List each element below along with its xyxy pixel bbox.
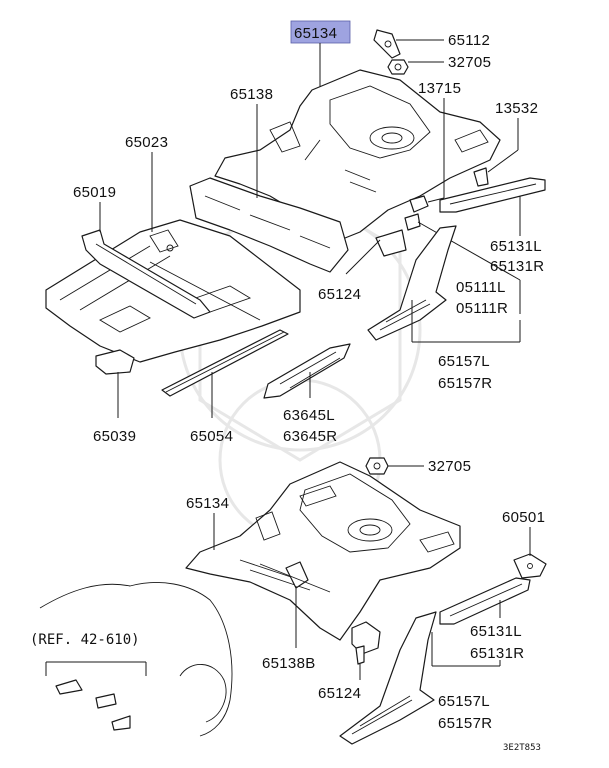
- part-32705-nut-upper: [387, 59, 409, 75]
- part-65054-sill: [161, 329, 289, 397]
- label-65023[interactable]: 65023: [125, 134, 168, 151]
- part-65134-rear-floor-upper: [214, 69, 501, 241]
- part-65157-rail-upper: [367, 225, 457, 341]
- part-65134-rear-floor-lower: [185, 461, 461, 641]
- label-13715[interactable]: 13715: [418, 80, 461, 97]
- part-65039-bracket: [95, 349, 135, 375]
- label-05111R[interactable]: 05111R: [456, 300, 508, 317]
- part-32705-nut-lower: [365, 457, 389, 475]
- label-32705-top[interactable]: 32705: [448, 54, 491, 71]
- diagram-code: 3E2T853: [503, 743, 541, 753]
- label-63645R[interactable]: 63645R: [283, 428, 337, 445]
- part-13715-clip: [409, 195, 429, 213]
- part-65138-crossmember: [189, 121, 349, 273]
- label-05111L[interactable]: 05111L: [456, 279, 506, 296]
- label-65131L-top[interactable]: 65131L: [490, 238, 542, 255]
- part-60501-bracket: [513, 553, 547, 579]
- part-13532-clip: [473, 167, 489, 187]
- part-05111-bracket: [375, 213, 421, 257]
- label-65124-lower[interactable]: 65124: [318, 685, 361, 702]
- part-65131-sill-lower: [439, 577, 531, 625]
- label-65019[interactable]: 65019: [73, 184, 116, 201]
- label-65138B[interactable]: 65138B: [262, 655, 316, 672]
- part-65138B-crossmember: [259, 561, 331, 593]
- label-65157L-top[interactable]: 65157L: [438, 353, 490, 370]
- label-65157R-top[interactable]: 65157R: [438, 375, 492, 392]
- label-63645L[interactable]: 63645L: [283, 407, 335, 424]
- label-13532[interactable]: 13532: [495, 100, 538, 117]
- label-65112[interactable]: 65112: [448, 32, 490, 49]
- part-65019-rail: [81, 229, 211, 319]
- label-65138[interactable]: 65138: [230, 86, 273, 103]
- part-65131-sill-upper: [439, 177, 546, 213]
- part-63645-panel: [263, 343, 351, 399]
- label-65131R-top[interactable]: 65131R: [490, 258, 544, 275]
- label-32705-lower[interactable]: 32705: [428, 458, 471, 475]
- label-reference: (REF. 42-610): [30, 632, 140, 648]
- label-60501[interactable]: 60501: [502, 509, 545, 526]
- label-65157R-lower[interactable]: 65157R: [438, 715, 492, 732]
- label-65054[interactable]: 65054: [190, 428, 233, 445]
- label-65039[interactable]: 65039: [93, 428, 136, 445]
- label-65131R-lower[interactable]: 65131R: [470, 645, 524, 662]
- label-65134-top[interactable]: 65134: [294, 25, 337, 42]
- part-65124-lower: [351, 621, 381, 665]
- part-65157-rail-lower: [339, 611, 437, 745]
- label-65131L-lower[interactable]: 65131L: [470, 623, 522, 640]
- label-65157L-lower[interactable]: 65157L: [438, 693, 490, 710]
- reference-car-outline: [39, 582, 233, 737]
- part-65112-bracket: [373, 29, 401, 59]
- label-65134-lower[interactable]: 65134: [186, 495, 229, 512]
- label-65124-top[interactable]: 65124: [318, 286, 361, 303]
